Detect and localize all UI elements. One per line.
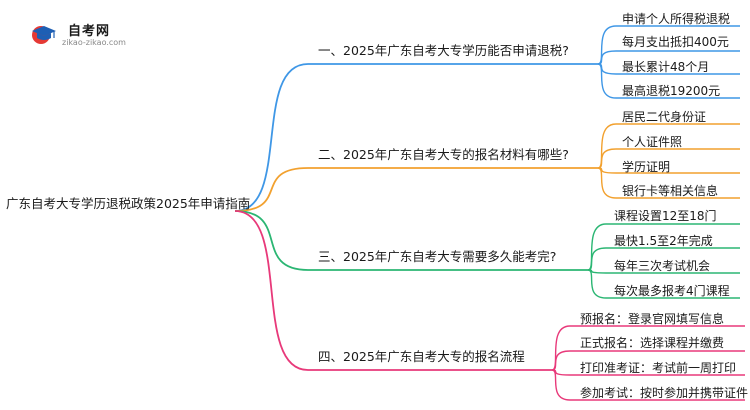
branch-3-leaf-2: 最快1.5至2年完成 <box>614 234 713 248</box>
branch-4-leaf-1: 预报名：登录官网填写信息 <box>580 312 725 326</box>
branch-1-leaf-1: 申请个人所得税退税 <box>622 12 731 26</box>
branch-2-leaf-2: 个人证件照 <box>622 135 683 149</box>
branch-3-leaf-3: 每年三次考试机会 <box>614 259 711 273</box>
branch-3-leaf-4-connector <box>587 269 740 299</box>
branch-3-leaf-1: 课程设置12至18门 <box>614 209 717 223</box>
branch-2-label: 二、2025年广东自考大专的报名材料有哪些? <box>318 147 569 162</box>
branch-4-leaf-4: 参加考试：按时参加并携带证件 <box>580 386 749 400</box>
logo-url: zikao-zikao.com <box>62 38 126 47</box>
branch-3-leaf-2-connector <box>587 247 740 271</box>
branch-1-leaf-4: 最高退税19200元 <box>622 84 721 98</box>
branch-1-connector <box>234 63 598 212</box>
branch-4-label: 四、2025年广东自考大专的报名流程 <box>318 349 525 364</box>
root-topic: 广东自考大专学历退税政策2025年申请指南 <box>6 196 251 211</box>
site-logo[interactable]: 自考网 zikao-zikao.com <box>30 20 130 50</box>
branch-2-connector <box>234 167 598 212</box>
branch-2-leaf-4: 银行卡等相关信息 <box>622 184 719 198</box>
branch-4-leaf-4-connector <box>551 369 745 401</box>
branch-1-leaf-4-connector <box>597 63 740 99</box>
branch-1-leaf-3: 最长累计48个月 <box>622 60 710 74</box>
branch-1-label: 一、2025年广东自考大专学历能否申请退税? <box>318 43 569 58</box>
branch-2-leaf-1: 居民二代身份证 <box>622 110 707 124</box>
branch-3-label: 三、2025年广东自考大专需要多久能考完? <box>318 249 557 264</box>
branch-1-leaf-2: 每月支出抵扣400元 <box>622 35 729 49</box>
logo-title: 自考网 <box>68 24 111 39</box>
branch-4-leaf-3: 打印准考证：考试前一周打印 <box>580 361 737 375</box>
branch-3-leaf-4: 每次最多报考4门课程 <box>614 284 730 298</box>
branch-3-connector <box>234 210 588 271</box>
branch-2-leaf-2-connector <box>597 148 740 169</box>
branch-2-leaf-4-connector <box>597 167 740 199</box>
branch-1-leaf-2-connector <box>597 50 740 65</box>
branch-2-leaf-3: 学历证明 <box>622 160 671 174</box>
graduation-cap-icon <box>32 26 56 44</box>
branch-4-leaf-2-connector <box>551 350 745 371</box>
branch-4-connector <box>234 210 552 371</box>
branch-4-leaf-2: 正式报名：选择课程并缴费 <box>580 336 725 350</box>
